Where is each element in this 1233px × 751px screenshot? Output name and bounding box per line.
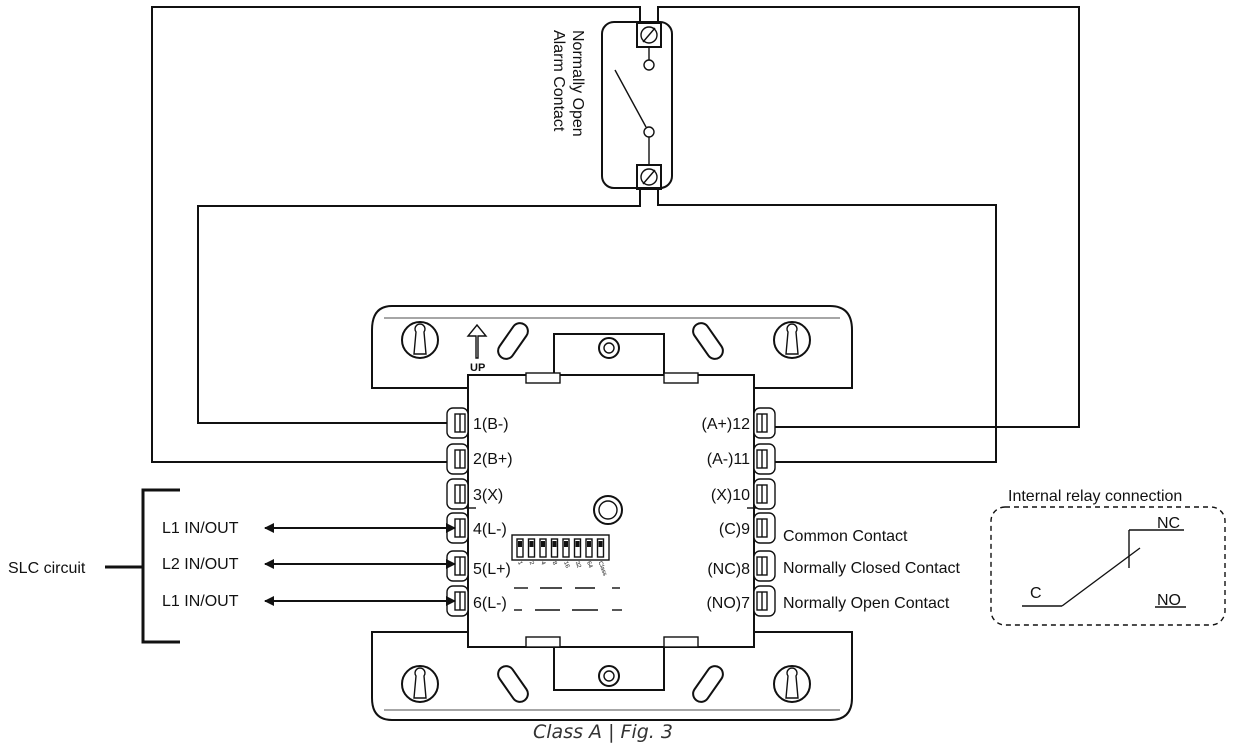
relay-nc-label: NC xyxy=(1157,515,1180,532)
figure-caption: Class A | Fig. 3 xyxy=(533,721,673,743)
dip-label: 4 xyxy=(539,561,546,567)
dip-switch xyxy=(596,538,605,558)
terminal-screw-right xyxy=(753,478,776,510)
dip-switch xyxy=(539,538,547,558)
up-arrow-icon: UP xyxy=(466,323,488,374)
dashed-marks xyxy=(514,587,622,611)
terminal-label-10: (X)10 xyxy=(711,487,750,504)
dip-label: 8 xyxy=(551,561,558,567)
alarm-contact: Normally Open Alarm Contact xyxy=(550,21,673,190)
terminal-screw-right xyxy=(753,407,776,439)
dip-label: 16 xyxy=(562,561,570,570)
dip-label: 2 xyxy=(528,561,535,567)
dip-switch-knob xyxy=(575,541,580,547)
dip-switch-knob xyxy=(552,541,557,547)
oval-slot xyxy=(692,665,724,703)
slc-circuit: SLC circuit L1 IN/OUT L2 IN/OUT L1 IN/OU… xyxy=(8,488,456,644)
bracket xyxy=(553,333,665,378)
dip-label: Class xyxy=(597,561,608,577)
up-label: UP xyxy=(470,362,485,374)
outer-wire-loop xyxy=(151,6,1080,463)
mounting-plate-top: UP xyxy=(371,305,853,389)
module-body xyxy=(460,372,763,648)
dip-switch-knob xyxy=(518,541,522,547)
inner-wire-loop xyxy=(197,190,997,463)
dip-switch xyxy=(562,538,570,558)
oval-slot xyxy=(497,322,529,360)
common-contact-label: Common Contact xyxy=(783,528,908,545)
relay-switch-arm xyxy=(1061,547,1141,607)
terminal-block-right xyxy=(753,407,776,617)
keyhole-slot-icon xyxy=(773,665,811,703)
terminal-screw-left xyxy=(446,550,469,582)
terminal-label-9: (C)9 xyxy=(719,521,750,538)
terminal-label-12: (A+)12 xyxy=(702,416,751,433)
contact-label-line2: Alarm Contact xyxy=(550,30,567,132)
dip-switch-knob xyxy=(529,541,534,547)
terminal-screw-icon xyxy=(636,22,662,48)
mounting-plate-bottom xyxy=(371,631,853,721)
terminal-label-6: 6(L-) xyxy=(473,595,507,612)
terminal-label-7: (NO)7 xyxy=(706,595,750,612)
screw-icon xyxy=(598,337,620,359)
keyhole-slot-icon xyxy=(773,321,811,359)
terminal-label-11: (A-)11 xyxy=(707,451,750,468)
dip-switch xyxy=(516,538,524,558)
keyhole-slot-icon xyxy=(401,321,439,359)
dip-switch xyxy=(573,538,582,558)
normally-open-contact-label: Normally Open Contact xyxy=(783,595,950,612)
bracket xyxy=(553,644,665,691)
terminal-labels-right: (A+)12 (A-)11 (X)10 (C)9 (NC)8 (NO)7 xyxy=(702,416,751,612)
dip-label: 1 xyxy=(516,561,523,567)
terminal-label-1: 1(B-) xyxy=(473,416,509,433)
terminal-block-left xyxy=(446,407,469,617)
slc-line-1: L1 IN/OUT xyxy=(162,520,239,537)
dip-switch xyxy=(527,538,536,558)
slc-label: SLC circuit xyxy=(8,560,86,577)
terminal-screw-right xyxy=(753,585,776,617)
terminal-screw-left xyxy=(446,407,469,439)
terminal-labels-left: 1(B-) 2(B+) 3(X) 4(L-) 5(L+) 6(L-) xyxy=(473,416,513,612)
led-indicator xyxy=(593,495,623,525)
contact-label-line1: Normally Open xyxy=(569,30,586,137)
relay-box: Internal relay connection C NC NO xyxy=(990,488,1226,626)
dip-switch-knob xyxy=(587,541,591,547)
dip-switch-knob xyxy=(564,541,568,547)
terminal-screw-right xyxy=(753,512,776,544)
relay-output-labels: Common Contact Normally Closed Contact N… xyxy=(783,528,961,612)
slc-line-2: L2 IN/OUT xyxy=(162,556,239,573)
terminal-label-5: 5(L+) xyxy=(473,561,511,578)
terminal-label-3: 3(X) xyxy=(473,487,503,504)
terminal-label-2: 2(B+) xyxy=(473,451,513,468)
dip-label: 64 xyxy=(585,561,593,570)
screw-icon xyxy=(598,665,620,687)
terminal-label-8: (NC)8 xyxy=(707,561,750,578)
oval-slot xyxy=(497,665,529,703)
terminal-screw-left xyxy=(446,443,469,475)
slc-line-3: L1 IN/OUT xyxy=(162,593,239,610)
dip-switch-knob xyxy=(541,541,545,547)
keyhole-slot-icon xyxy=(401,665,439,703)
dip-switch xyxy=(550,538,559,558)
dip-label: 32 xyxy=(574,561,582,570)
relay-box-title: Internal relay connection xyxy=(1008,488,1182,505)
switch-blade xyxy=(614,69,647,128)
terminal-screw-right xyxy=(753,550,776,582)
dip-switch xyxy=(585,538,593,558)
terminal-screw-left xyxy=(446,478,469,510)
relay-no-label: NO xyxy=(1157,592,1181,609)
dip-switch-knob xyxy=(598,541,603,547)
normally-closed-contact-label: Normally Closed Contact xyxy=(783,560,961,577)
oval-slot xyxy=(692,322,724,360)
terminal-screw-icon xyxy=(636,164,662,190)
relay-c-label: C xyxy=(1030,585,1042,602)
terminal-label-4: 4(L-) xyxy=(473,521,507,538)
terminal-screw-right xyxy=(753,443,776,475)
